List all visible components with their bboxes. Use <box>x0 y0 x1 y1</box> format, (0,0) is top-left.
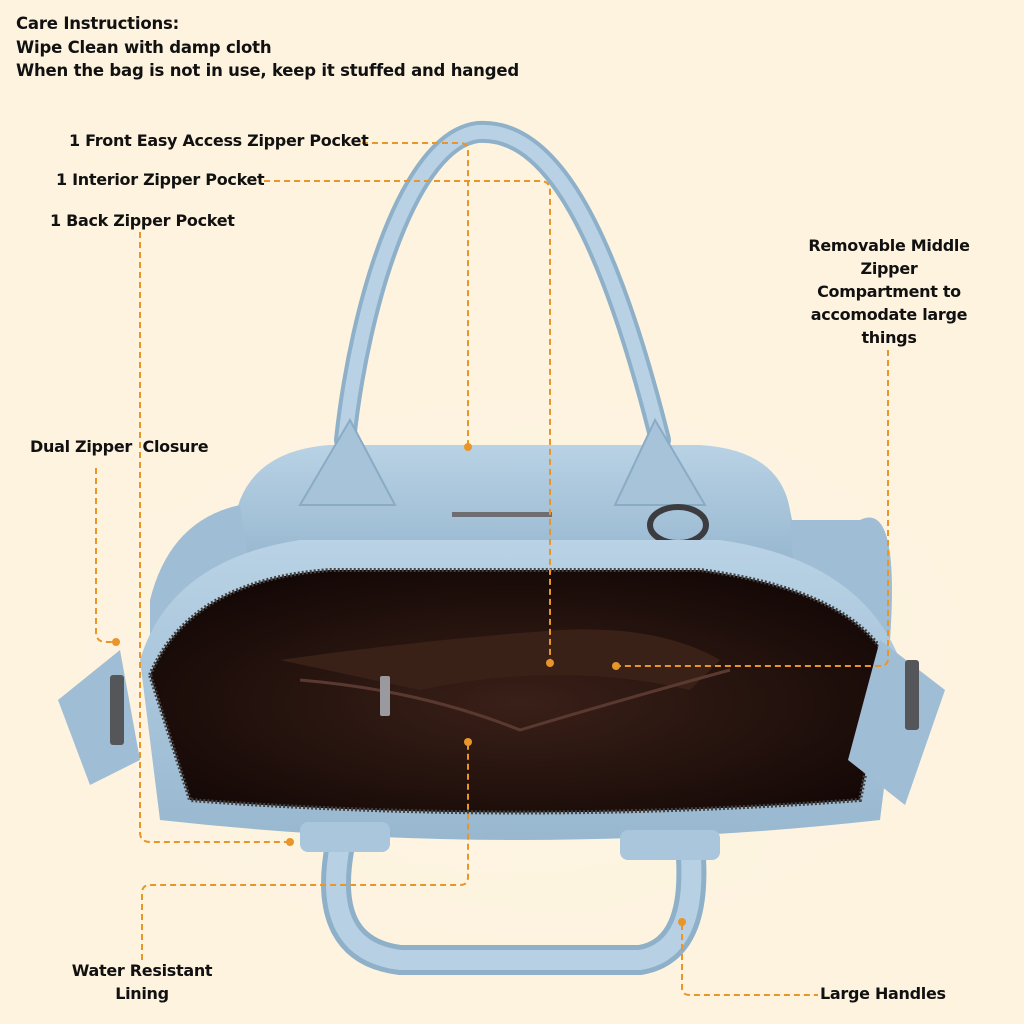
callout-front-pocket: 1 Front Easy Access Zipper Pocket <box>69 131 369 150</box>
callout-interior-pocket: 1 Interior Zipper Pocket <box>56 170 265 189</box>
care-title: Care Instructions: <box>16 14 180 33</box>
care-line-2: When the bag is not in use, keep it stuf… <box>16 61 519 80</box>
callout-dual-zipper: Dual Zipper Closure <box>30 437 209 456</box>
leader-dots <box>112 443 686 926</box>
callout-middle-line-4: accomodate large <box>810 305 968 324</box>
callout-middle-line-3: Compartment to <box>817 282 961 301</box>
callout-handles: Large Handles <box>820 984 946 1003</box>
callout-back-pocket: 1 Back Zipper Pocket <box>50 211 235 230</box>
callout-lining-line-1: Water Resistant <box>71 961 213 980</box>
care-line-1: Wipe Clean with damp cloth <box>16 37 272 57</box>
callout-middle-line-2: Zipper <box>860 259 918 278</box>
callout-lining: Water Resistant Lining <box>56 959 228 1005</box>
callout-middle-line-1: Removable Middle <box>808 236 970 255</box>
callout-middle-compartment: Removable Middle Zipper Compartment to a… <box>796 234 982 349</box>
callout-lining-line-2: Lining <box>115 984 169 1003</box>
leader-lines <box>95 142 889 996</box>
callout-middle-line-5: things <box>861 328 917 347</box>
care-instructions: Care Instructions: Wipe Clean with damp … <box>16 12 519 83</box>
